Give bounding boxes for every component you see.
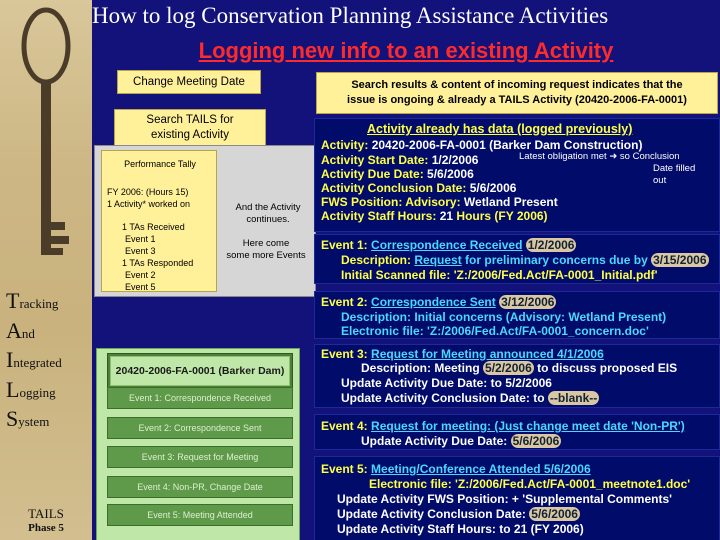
- list-item: Event 2: [125, 270, 156, 280]
- event-5-conclusion-row: Update Activity Conclusion Date: 5/6/200…: [337, 507, 580, 521]
- search-results-line: Search results & content of incoming req…: [351, 79, 683, 91]
- event-5-hours-row: Update Activity Staff Hours: to 21 (FY 2…: [337, 522, 584, 536]
- event-1-button[interactable]: Event 1: Correspondence Received: [107, 387, 293, 409]
- event-5-title-row: Event 5: Meeting/Conference Attended 5/6…: [321, 462, 591, 476]
- event-2-button[interactable]: Event 2: Correspondence Sent: [107, 417, 293, 439]
- event-4-due-row: Update Activity Due Date: 5/6/2006: [361, 434, 562, 448]
- activity-row: Activity: 20420-2006-FA-0001 (Barker Dam…: [321, 138, 643, 152]
- activity-info-box: Activity already has data (logged previo…: [314, 118, 720, 232]
- performance-tally-panel: Performance Tally FY 2006: (Hours 15) 1 …: [94, 145, 316, 297]
- list-item: 1 TAs Responded: [122, 258, 194, 268]
- activity-header-tile[interactable]: 20420-2006-FA-0001 (Barker Dam): [107, 353, 293, 389]
- arrow-right-icon: ➜: [609, 151, 618, 162]
- acronym-line: And: [6, 317, 35, 343]
- more-events-note: Here come some more Events: [226, 238, 306, 261]
- event-2-box: Event 2: Correspondence Sent 3/12/2006 D…: [314, 291, 720, 339]
- list-item: Event 1: [125, 234, 156, 244]
- activity-header-label: 20420-2006-FA-0001 (Barker Dam): [115, 365, 285, 377]
- fws-position-row: FWS Position: Advisory: Wetland Present: [321, 195, 558, 209]
- skeleton-key-icon: [21, 7, 71, 255]
- tails-acronym: Tracking And Integrated Logging System: [6, 286, 96, 434]
- staff-hours-row: Activity Staff Hours: 21 Hours (FY 2006): [321, 209, 548, 223]
- search-results-box: Search results & content of incoming req…: [316, 72, 718, 114]
- left-photo-strip: Tracking And Integrated Logging System T…: [0, 0, 92, 540]
- search-tails-line: Search TAILS for: [146, 114, 234, 126]
- activity-continues-note: And the Activity continues.: [235, 202, 301, 225]
- date-filled-note: Date filled: [653, 163, 696, 174]
- event-1-box: Event 1: Correspondence Received 1/2/200…: [314, 234, 720, 284]
- due-date-row: Activity Due Date: 5/6/2006: [321, 167, 474, 181]
- event-3-title-row: Event 3: Request for Meeting announced 4…: [321, 347, 604, 361]
- event-1-description-row: Description: Request for preliminary con…: [341, 253, 709, 267]
- search-tails-box: Search TAILS for existing Activity: [114, 109, 266, 147]
- fiscal-year-summary: FY 2006: (Hours 15) 1 Activity* worked o…: [107, 187, 191, 209]
- conclusion-date-row: Activity Conclusion Date: 5/6/2006: [321, 181, 517, 195]
- activity-info-header: Activity already has data (logged previo…: [367, 122, 633, 136]
- list-item: 1 TAs Received: [122, 222, 185, 232]
- event-3-due-row: Update Activity Due Date: to 5/2/2006: [341, 376, 552, 390]
- event-4-button[interactable]: Event 4: Non-PR, Change Date: [107, 476, 293, 498]
- acronym-line: System: [6, 406, 50, 431]
- footer-label: TAILS Phase 5: [0, 506, 92, 536]
- event-5-button[interactable]: Event 5: Meeting Attended: [107, 504, 293, 526]
- event-3-box: Event 3: Request for Meeting announced 4…: [314, 344, 720, 408]
- event-2-description-row: Description: Initial concerns (Advisory:…: [341, 310, 667, 324]
- event-4-box: Event 4: Request for meeting: (Just chan…: [314, 414, 720, 450]
- event-2-file-row: Electronic file: 'Z:/2006/Fed.Act/FA-000…: [341, 324, 649, 338]
- start-date-row: Activity Start Date: 1/2/2006: [321, 153, 479, 167]
- acronym-line: Logging: [6, 376, 56, 402]
- footer-title: TAILS: [28, 506, 64, 521]
- activity-events-panel: 20420-2006-FA-0001 (Barker Dam) Event 1:…: [96, 348, 300, 540]
- out-note: out: [653, 175, 667, 186]
- event-1-title-row: Event 1: Correspondence Received 1/2/200…: [321, 238, 577, 252]
- event-5-fws-row: Update Activity FWS Position: + 'Supplem…: [337, 492, 672, 506]
- event-3-description-row: Description: Meeting 5/2/2006 to discuss…: [361, 361, 678, 375]
- list-item: Event 5: [125, 282, 156, 292]
- footer-phase: Phase 5: [28, 522, 64, 534]
- tally-event-list: 1 TAs Received Event 1 Event 3 1 TAs Res…: [122, 221, 222, 293]
- event-1-file-row: Initial Scanned file: 'Z:/2006/Fed.Act/F…: [341, 268, 658, 282]
- event-5-box: Event 5: Meeting/Conference Attended 5/6…: [314, 456, 720, 540]
- slide-subtitle: Logging new info to an existing Activity: [198, 38, 614, 63]
- list-item: Event 3: [125, 246, 156, 256]
- latest-obligation-note: Latest obligation met ➜ so Conclusion: [519, 151, 680, 162]
- event-4-title-row: Event 4: Request for meeting: (Just chan…: [321, 419, 685, 433]
- slide-title: How to log Conservation Planning Assista…: [92, 3, 609, 28]
- event-2-title-row: Event 2: Correspondence Sent 3/12/2006: [321, 295, 557, 309]
- performance-tally-title: Performance Tally: [124, 159, 196, 169]
- event-3-conclusion-row: Update Activity Conclusion Date: to --bl…: [341, 391, 600, 405]
- search-results-line: issue is ongoing & already a TAILS Activ…: [347, 94, 687, 106]
- change-meeting-date-box: Change Meeting Date: [117, 70, 261, 94]
- event-5-file-row: Electronic file: 'Z:/2006/Fed.Act/FA-000…: [369, 477, 691, 491]
- acronym-line: Tracking: [6, 288, 59, 313]
- event-3-button[interactable]: Event 3: Request for Meeting: [107, 446, 293, 468]
- performance-tally-box: Performance Tally FY 2006: (Hours 15) 1 …: [101, 150, 217, 292]
- acronym-line: Integrated: [6, 347, 62, 372]
- search-tails-line: existing Activity: [151, 129, 229, 141]
